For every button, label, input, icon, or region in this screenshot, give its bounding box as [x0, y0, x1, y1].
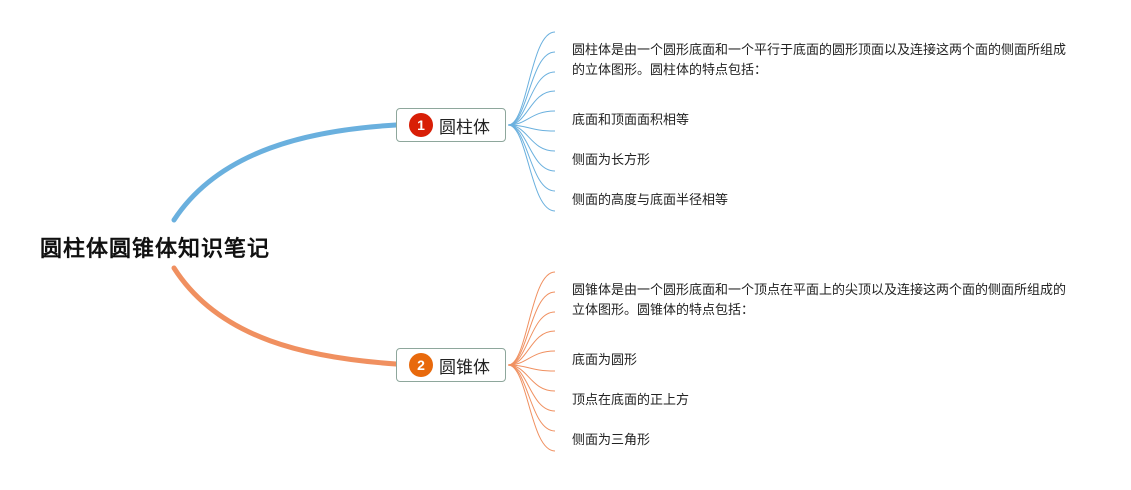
- leaf-point[interactable]: 侧面为长方形: [572, 153, 651, 168]
- branch-connector-2: [171, 265, 399, 367]
- fan-connector-line: [507, 364, 556, 452]
- fan-connectors-1: [507, 31, 556, 212]
- fan-connector-line: [507, 90, 556, 126]
- fan-connector-line: [507, 291, 556, 366]
- leaf-description[interactable]: 圆锥体是由一个圆形底面和一个顶点在平面上的尖顶以及连接这两个面的侧面所组成的立体…: [572, 283, 1067, 318]
- leaf-point[interactable]: 底面和顶面面积相等: [572, 113, 690, 128]
- fan-connector-line: [507, 110, 556, 126]
- branch-connector-1: [171, 122, 399, 223]
- leaf-point[interactable]: 侧面的高度与底面半径相等: [572, 193, 729, 208]
- branch-node-cylinder[interactable]: 1 圆柱体: [396, 108, 506, 142]
- branch-label: 圆锥体: [439, 357, 490, 378]
- leaf-point[interactable]: 侧面为三角形: [572, 433, 651, 448]
- number-badge-icon: 1: [409, 113, 433, 137]
- leaf-point[interactable]: 顶点在底面的正上方: [572, 393, 690, 408]
- fan-connector-line: [507, 51, 556, 126]
- number-badge-icon: 2: [409, 353, 433, 377]
- fan-connector-line: [507, 271, 556, 366]
- branch-node-cone[interactable]: 2 圆锥体: [396, 348, 506, 382]
- leaf-description[interactable]: 圆柱体是由一个圆形底面和一个平行于底面的圆形顶面以及连接这两个面的侧面所组成的立…: [572, 43, 1067, 78]
- leaf-point[interactable]: 底面为圆形: [572, 353, 638, 368]
- fan-connector-line: [507, 364, 556, 432]
- root-title[interactable]: 圆柱体圆锥体知识笔记: [40, 237, 271, 262]
- fan-connector-line: [507, 330, 556, 366]
- fan-connector-line: [507, 31, 556, 126]
- fan-connector-line: [507, 124, 556, 212]
- branch-label: 圆柱体: [439, 117, 490, 138]
- fan-connectors-2: [507, 271, 556, 452]
- fan-connector-line: [507, 124, 556, 192]
- fan-connector-line: [507, 350, 556, 366]
